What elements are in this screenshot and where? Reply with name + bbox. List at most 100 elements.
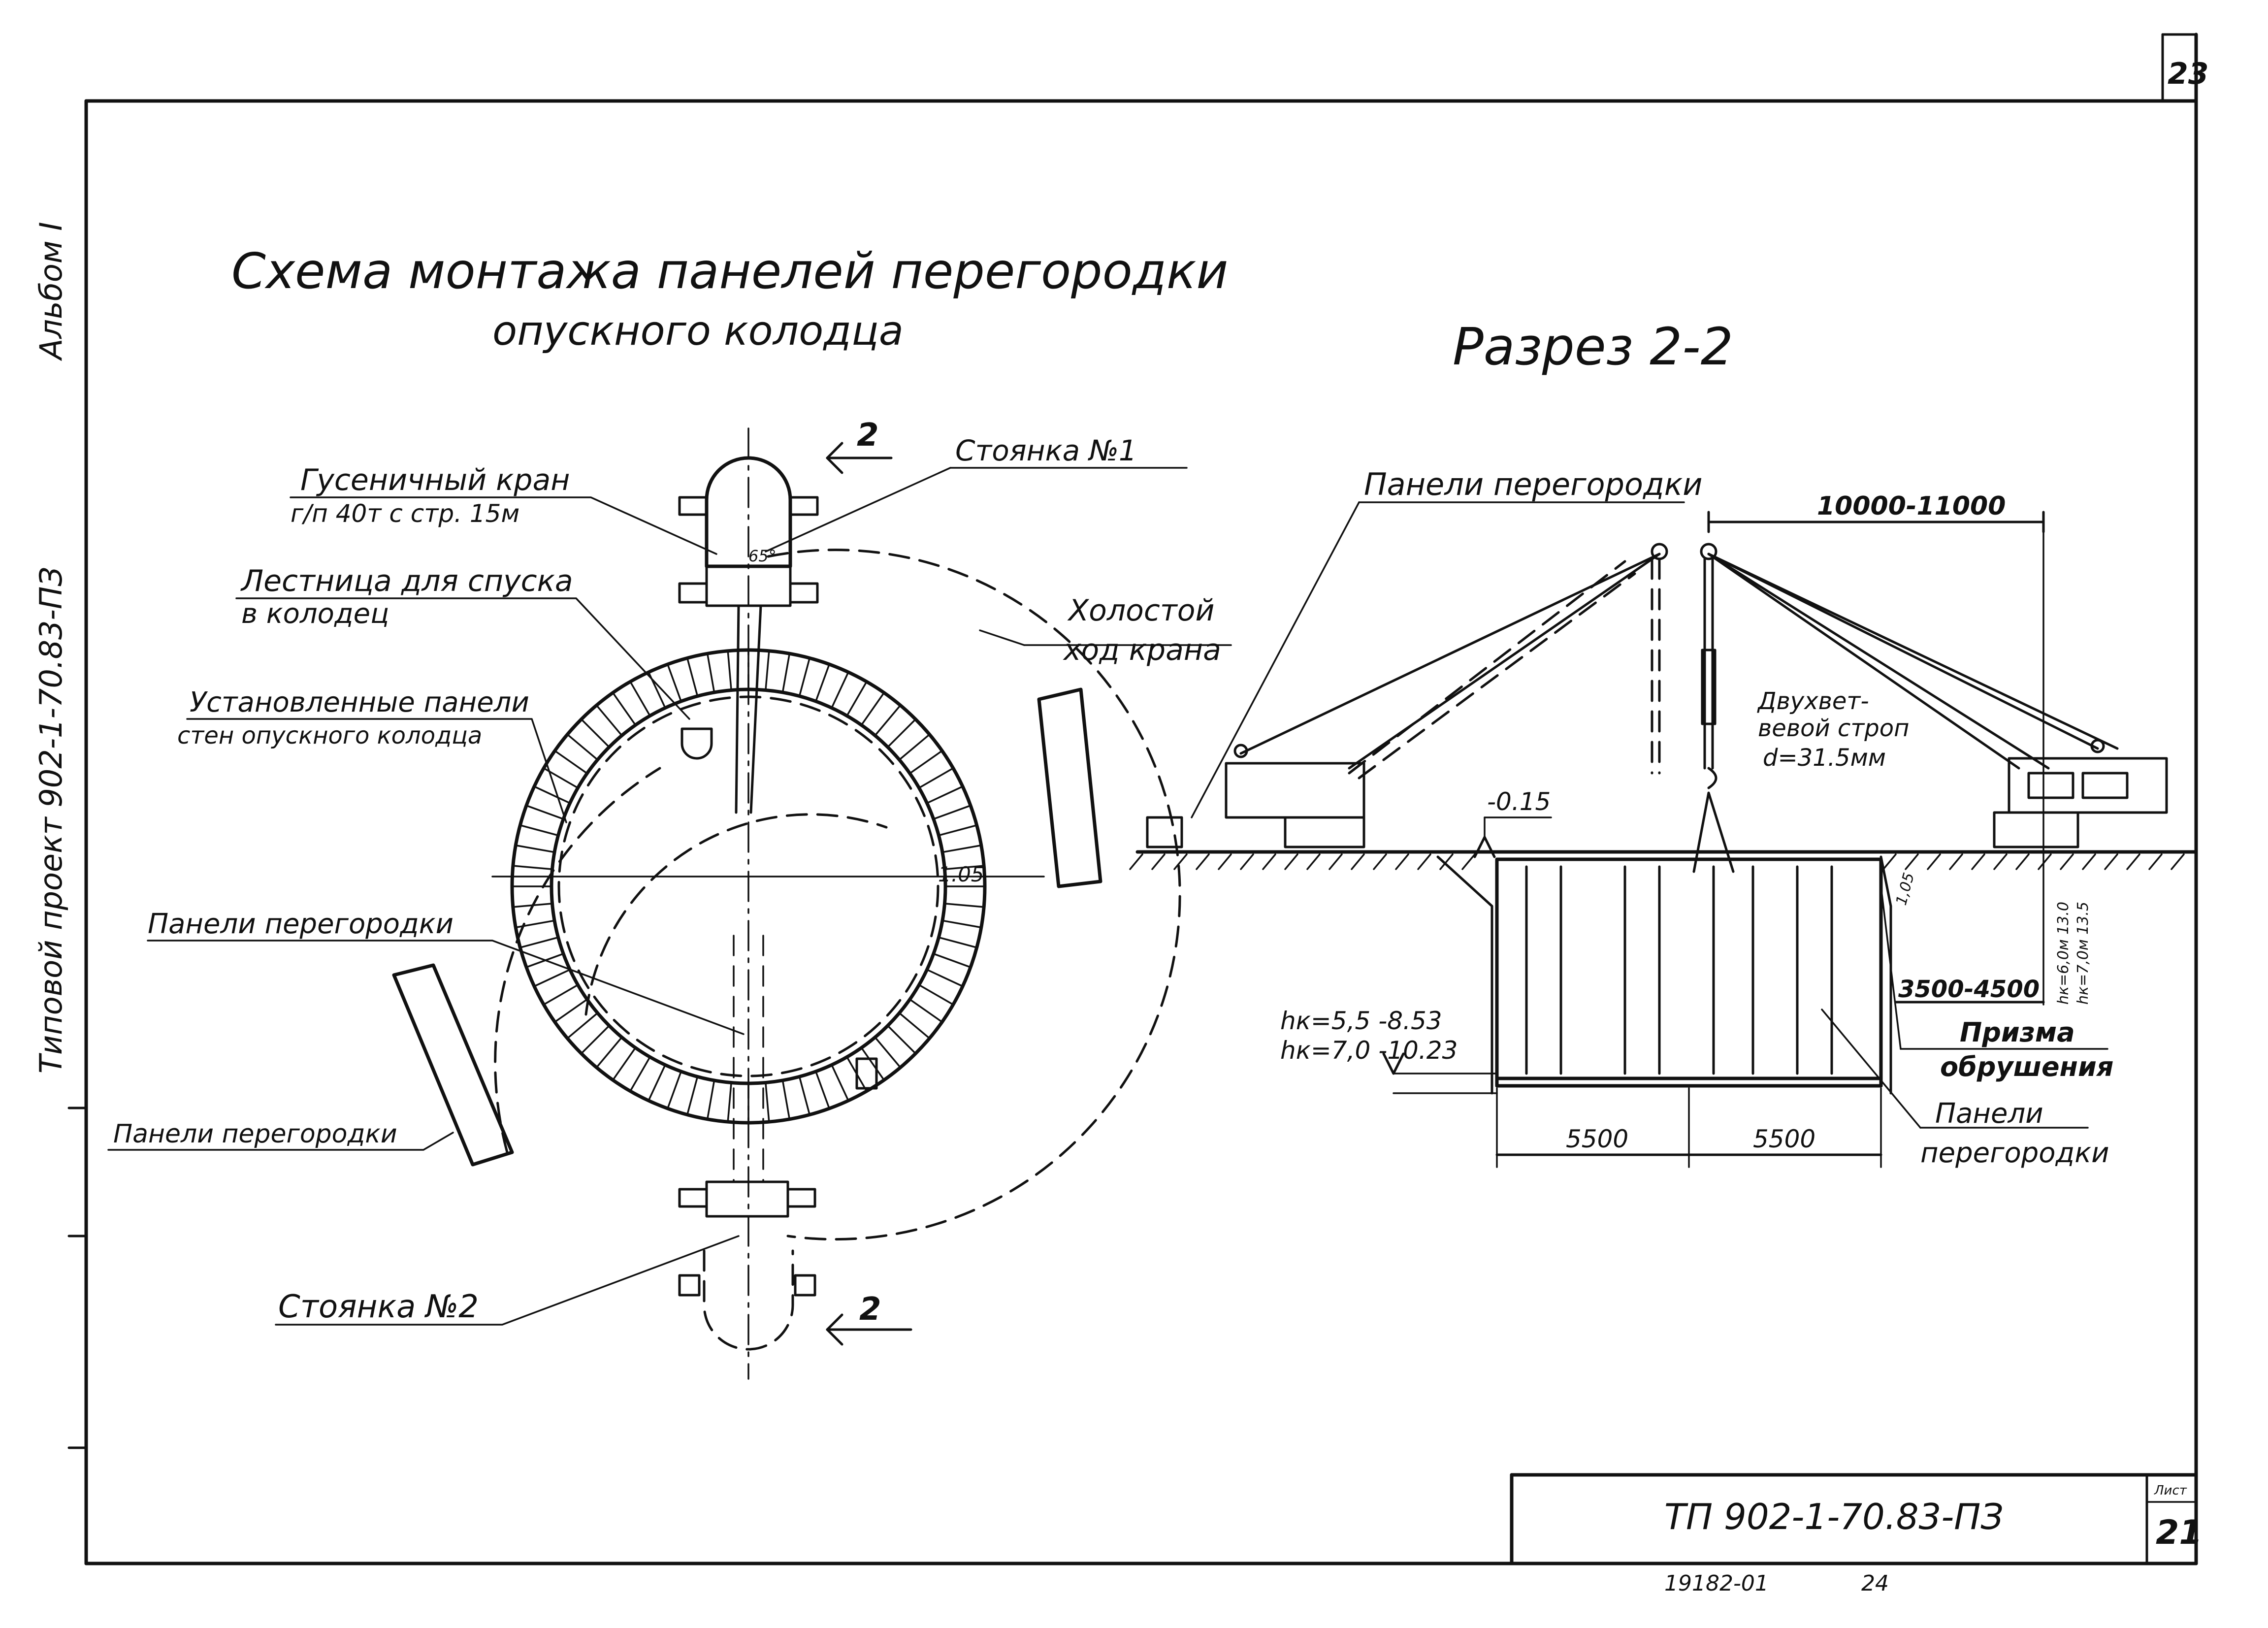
ring-panel-joint — [933, 805, 972, 820]
ring-panel-joint — [887, 718, 917, 748]
hoist-height-2: hк=7,0м 13.5 — [2074, 902, 2092, 1005]
top-level: -0.15 — [1487, 787, 1551, 816]
ring-panel-joint — [629, 681, 651, 717]
hoist-height-1: hк=6,0м 13.0 — [2055, 902, 2072, 1005]
ring-panel-joint — [815, 1071, 830, 1109]
ring-panel-joint — [512, 865, 553, 870]
installed-panels-label: Установленные панели — [190, 686, 529, 718]
collapse-prism-label: Призма — [1960, 1017, 2075, 1048]
plan-title-line2: опускного колодца — [492, 308, 904, 355]
section-mark-bottom: 2 — [859, 1291, 881, 1328]
ground-hatch-stroke — [1173, 853, 1188, 870]
idle-travel-label: Холостой — [1067, 593, 1215, 628]
crawler-crane-spec: г/п 40т с стр. 15м — [291, 499, 519, 528]
ground-hatch-stroke — [1949, 853, 1963, 870]
ring-panel-joint — [706, 652, 715, 693]
ring-panel-joint — [686, 657, 699, 697]
collapse-prism-label-2: обрушения — [1940, 1051, 2113, 1082]
ring-panel-joint — [629, 1056, 651, 1092]
ring-panel-joint — [686, 1075, 699, 1116]
designation: ТП 902-1-70.83-ПЗ — [1664, 1496, 2004, 1537]
section-panels-label: Панели — [1935, 1098, 2043, 1130]
well-section — [1495, 857, 1883, 1088]
ring-panel-joint — [765, 650, 770, 691]
ground-hatch-stroke — [1395, 853, 1409, 870]
bottom-level-1: hк=5,5 -8.53 — [1280, 1007, 1442, 1035]
section-partition-label: Панели перегородки — [1364, 466, 1703, 502]
ring-panel-joint — [860, 692, 885, 726]
ring-panel-joint — [515, 919, 555, 929]
ladder — [680, 727, 713, 760]
ground-hatch-stroke — [1240, 853, 1254, 870]
ring-panel-joint — [918, 767, 954, 789]
ring-panel-joint — [533, 785, 571, 804]
ring-panel-joint — [554, 749, 588, 775]
ground-hatch-stroke — [1927, 853, 1941, 870]
crane-right — [1692, 543, 2168, 873]
station-2-label: Стоянка №2 — [278, 1289, 479, 1325]
ground-hatch-stroke — [1882, 853, 1897, 870]
hatched-panel — [855, 1057, 878, 1090]
ring-wall-panels — [511, 649, 986, 1124]
ladder-label: Лестница для спуска — [240, 564, 573, 598]
ring-panel-joint — [943, 865, 985, 870]
ground-hatch-stroke — [1196, 853, 1210, 870]
ground-hatch-stroke — [1971, 853, 1985, 870]
sheet-frame — [67, 33, 2198, 1565]
ring-panel-joint — [831, 1064, 849, 1102]
reach-dimension: 10000-11000 — [1817, 491, 2006, 521]
ring-panel-joint — [543, 984, 579, 1006]
ground-hatch-stroke — [1306, 853, 1321, 870]
ground-hatch-stroke — [2148, 853, 2163, 870]
ground-hatch-stroke — [1218, 853, 1232, 870]
ring-panel-joint — [941, 919, 982, 929]
ring-panel-joint — [938, 936, 978, 948]
ring-panel-joint — [874, 1036, 902, 1069]
project-side-label: Типовой проект 902-1-70.83-ПЗ — [33, 567, 69, 1074]
ground-hatch-stroke — [1373, 853, 1387, 870]
well-plan — [107, 427, 1232, 1380]
ground-hatching — [1129, 853, 2185, 870]
ring-panel-joint — [519, 824, 559, 837]
ring-panel-joint — [667, 663, 682, 702]
ring-panel-joint — [941, 844, 982, 853]
ring-panel-joint — [781, 1079, 791, 1120]
sheet-label: Лист — [2154, 1483, 2187, 1498]
ring-panel-joint — [727, 650, 732, 691]
section-title: Разрез 2-2 — [1453, 317, 1733, 377]
ring-panel-joint — [918, 984, 954, 1006]
ring-panel-joint — [533, 969, 571, 987]
ring-panel-joint — [727, 1081, 732, 1123]
ring-panel-joint — [874, 704, 902, 737]
ring-panel-joint — [846, 681, 868, 717]
ground-hatch-stroke — [1129, 853, 1143, 870]
ground-hatch-stroke — [1461, 853, 1476, 870]
ground-hatch-stroke — [2171, 853, 2185, 870]
ring-panel-joint — [908, 998, 943, 1023]
ring-panel-joint — [898, 1012, 931, 1040]
ring-panel-joint — [519, 936, 559, 948]
partition-panel-left — [392, 963, 514, 1167]
ring-panel-joint — [648, 1064, 666, 1102]
ring-panel-joint — [798, 1075, 810, 1116]
ground-hatch-stroke — [1328, 853, 1343, 870]
ring-panel-joint — [706, 1079, 715, 1120]
ring-panel-joint — [815, 663, 830, 702]
boom-angle: 65° — [748, 547, 777, 565]
album-label: Альбом I — [33, 222, 69, 361]
ring-panel-joint — [566, 1012, 599, 1040]
section-2-2 — [1129, 501, 2198, 1168]
ground-hatch-stroke — [1284, 853, 1298, 870]
page-number: 23 — [2168, 57, 2209, 91]
ground-hatch-stroke — [1905, 853, 1919, 870]
ring-panel-joint — [798, 657, 810, 697]
installed-panels-label-2: стен опускного колодца — [177, 722, 482, 749]
ground-hatch-stroke — [2126, 853, 2140, 870]
ring-panel-joint — [887, 1025, 917, 1055]
sling-label-2: вевой строп — [1758, 715, 1910, 742]
station-1-label: Стоянка №1 — [955, 434, 1137, 467]
ground-hatch-stroke — [1151, 853, 1166, 870]
offset-dimension: 3500-4500 — [1898, 976, 2040, 1003]
well-partition-panels — [1525, 865, 1833, 1075]
ground-hatch-stroke — [1993, 853, 2008, 870]
